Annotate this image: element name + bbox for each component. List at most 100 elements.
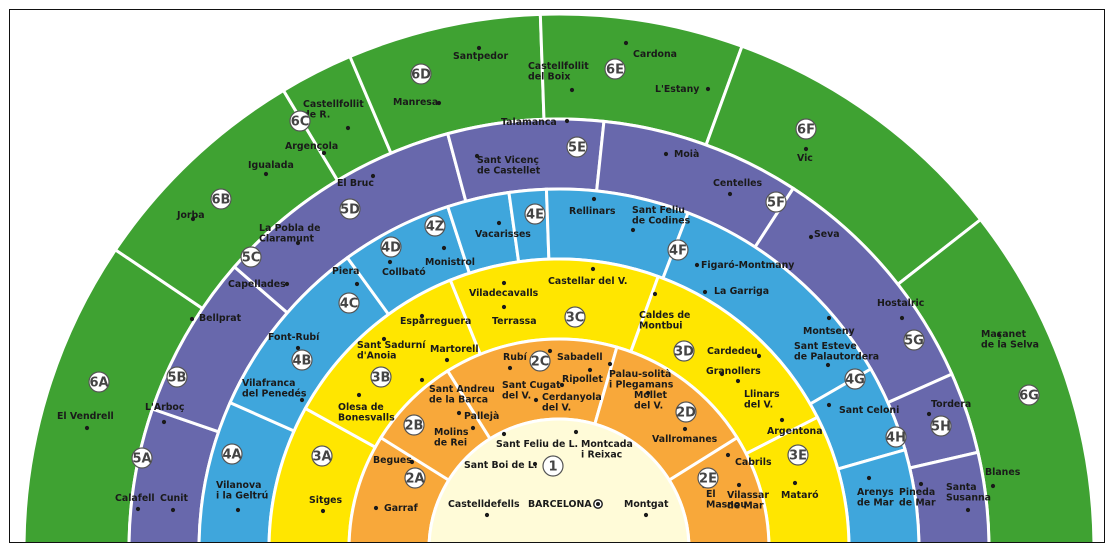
- town-label: Rellinars: [569, 206, 616, 217]
- town-dot-icon: [652, 291, 658, 297]
- town-label: Collbató: [382, 267, 426, 278]
- zone-badge-4e: 4E: [524, 203, 546, 225]
- town-granollers: Granollers: [706, 366, 761, 377]
- zone-badge-label: 5B: [168, 371, 187, 386]
- town-dot-icon: [779, 417, 785, 423]
- town-dot-icon: [532, 461, 538, 467]
- town-dot-icon: [235, 507, 241, 513]
- town-label: Santpedor: [453, 51, 508, 62]
- town-dot-icon: [321, 150, 327, 156]
- town-label: BARCELONA: [528, 499, 592, 510]
- zone-badge-2e: 2E: [697, 467, 719, 489]
- zone-badge-label: 4H: [886, 431, 906, 446]
- zone-badge-circle: [1018, 384, 1040, 406]
- town-dot-icon: [456, 410, 462, 416]
- town-dot-icon: [533, 397, 539, 403]
- town-dot-icon: [996, 332, 1002, 338]
- town-santpedor: Santpedor: [453, 45, 508, 62]
- zone-badge-label: 2A: [405, 472, 424, 487]
- town-dot-icon: [356, 392, 362, 398]
- town-label: Manresa: [393, 97, 438, 108]
- zone-badge-6d: 6D: [410, 63, 432, 85]
- town-dot-icon: [682, 426, 688, 432]
- zone-badge-circle: [291, 349, 313, 371]
- zone-badge-label: 5H: [931, 420, 951, 435]
- town-sant-feliu-de-l: Sant Feliu de L.: [496, 431, 578, 450]
- town-label: Vic: [797, 153, 813, 164]
- zone-badge-circle: [667, 239, 689, 261]
- town-label: Figaró-Montmany: [701, 260, 794, 271]
- zone-badge-3b: 3B: [370, 366, 392, 388]
- town-monistrol: Monistrol: [425, 245, 475, 268]
- town-dot-icon: [444, 357, 450, 363]
- town-rellinars: Rellinars: [569, 196, 616, 217]
- town-argentona: Argentona: [767, 417, 823, 437]
- town-dot-icon: [373, 505, 379, 511]
- town-dot-icon: [630, 227, 636, 233]
- town-label: Sant Boi de L.: [464, 460, 537, 471]
- town-figar-montmany: Figaró-Montmany: [694, 260, 794, 271]
- town-esparreguera: Esparreguera: [400, 313, 471, 327]
- town-dot-icon: [295, 240, 301, 246]
- town-label: Martorell: [430, 344, 479, 355]
- town-castelldefells: Castelldefells: [448, 499, 520, 518]
- town-dot-icon: [470, 425, 476, 431]
- zone-badge-label: 5C: [242, 251, 261, 266]
- zone-badge-6b: 6B: [210, 188, 232, 210]
- town-label: Jorba: [176, 210, 205, 221]
- town-collbat: Collbató: [382, 259, 426, 278]
- zone-badge-circle: [765, 191, 787, 213]
- zone-badge-5d: 5D: [339, 198, 361, 220]
- zone-badge-4c: 4C: [338, 292, 360, 314]
- town-label: Talamanca: [501, 117, 557, 128]
- zone-badge-label: 4A: [222, 448, 241, 463]
- zone-sector-1[interactable]: [427, 417, 691, 543]
- town-label: Sant Feliu de L.: [496, 439, 578, 450]
- zone-badge-circle: [339, 198, 361, 220]
- town-vic: Vic: [797, 146, 813, 164]
- town-label: L'Estany: [655, 84, 699, 95]
- town-dot-icon: [735, 378, 741, 384]
- town-l-estany: L'Estany: [655, 84, 711, 95]
- town-dot-icon: [170, 507, 176, 513]
- zone-badge-6c: 6C: [289, 110, 311, 132]
- town-terrassa: Terrassa: [492, 304, 537, 327]
- town-dot-icon: [826, 315, 832, 321]
- zone-badge-circle: [542, 455, 564, 477]
- town-label: Garraf: [384, 503, 419, 514]
- zone-badge-5e: 5E: [566, 136, 588, 158]
- town-label: Cunit: [160, 493, 188, 504]
- town-sitges: Sitges: [309, 495, 343, 514]
- zone-badge-circle: [166, 366, 188, 388]
- town-argen-ola: Argençola: [285, 141, 338, 156]
- town-jorba: Jorba: [176, 210, 205, 222]
- town-capellades: Capellades: [228, 279, 290, 290]
- zone-badge-circle: [787, 444, 809, 466]
- town-label: Bellprat: [199, 313, 242, 324]
- town-l-arbo: L'Arboç: [145, 402, 184, 425]
- zone-badge-label: 4C: [340, 297, 359, 312]
- zone-badge-label: 4G: [845, 373, 865, 388]
- zone-badge-label: 3C: [566, 311, 585, 326]
- zone-badge-circle: [903, 329, 925, 351]
- town-dot-icon: [825, 362, 831, 368]
- town-moi: Moià: [663, 149, 699, 160]
- town-dot-icon: [645, 390, 651, 396]
- zone-badge-5g: 5G: [903, 329, 925, 351]
- town-dot-icon: [808, 234, 814, 240]
- town-dot-icon: [866, 475, 872, 481]
- town-label: Cardona: [633, 49, 677, 60]
